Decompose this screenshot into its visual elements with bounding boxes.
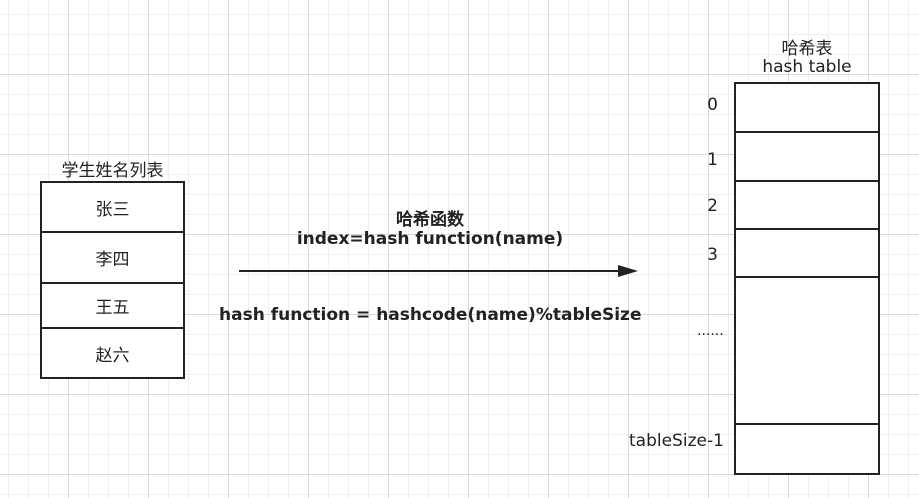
bucket-index: 3 (707, 245, 718, 265)
student-name: 李四 (95, 250, 130, 270)
hash-table-divider (734, 180, 880, 182)
student-name: 赵六 (95, 345, 130, 366)
hash-function-definition: hash function = hashcode(name)%tableSize (219, 305, 642, 325)
student-list-item: 李四 (40, 231, 185, 284)
student-list-item: 赵六 (40, 327, 185, 379)
student-name: 张三 (95, 199, 130, 220)
hash-table (734, 82, 880, 475)
hash-table-divider (734, 276, 880, 278)
bucket-ellipsis: ...... (697, 323, 724, 339)
bucket-index: 1 (707, 150, 718, 170)
hash-table-divider (734, 423, 880, 425)
hash-table-divider (734, 228, 880, 230)
hash-table-title-cn: 哈希表 (781, 39, 833, 59)
hash-table-divider (734, 131, 880, 133)
arrow-head (618, 265, 638, 277)
student-name: 王五 (95, 298, 130, 318)
student-list-item: 王五 (40, 282, 185, 329)
student-list-title: 学生姓名列表 (61, 161, 164, 181)
student-list-item: 张三 (40, 181, 185, 233)
index-formula: index=hash function(name) (296, 229, 564, 249)
bucket-index: 0 (707, 95, 718, 115)
bucket-index-last: tableSize-1 (629, 431, 724, 451)
bucket-index: 2 (707, 196, 718, 216)
hash-function-title: 哈希函数 (396, 210, 464, 230)
mapping-arrow (239, 265, 638, 277)
hash-table-title-en: hash table (762, 57, 852, 77)
